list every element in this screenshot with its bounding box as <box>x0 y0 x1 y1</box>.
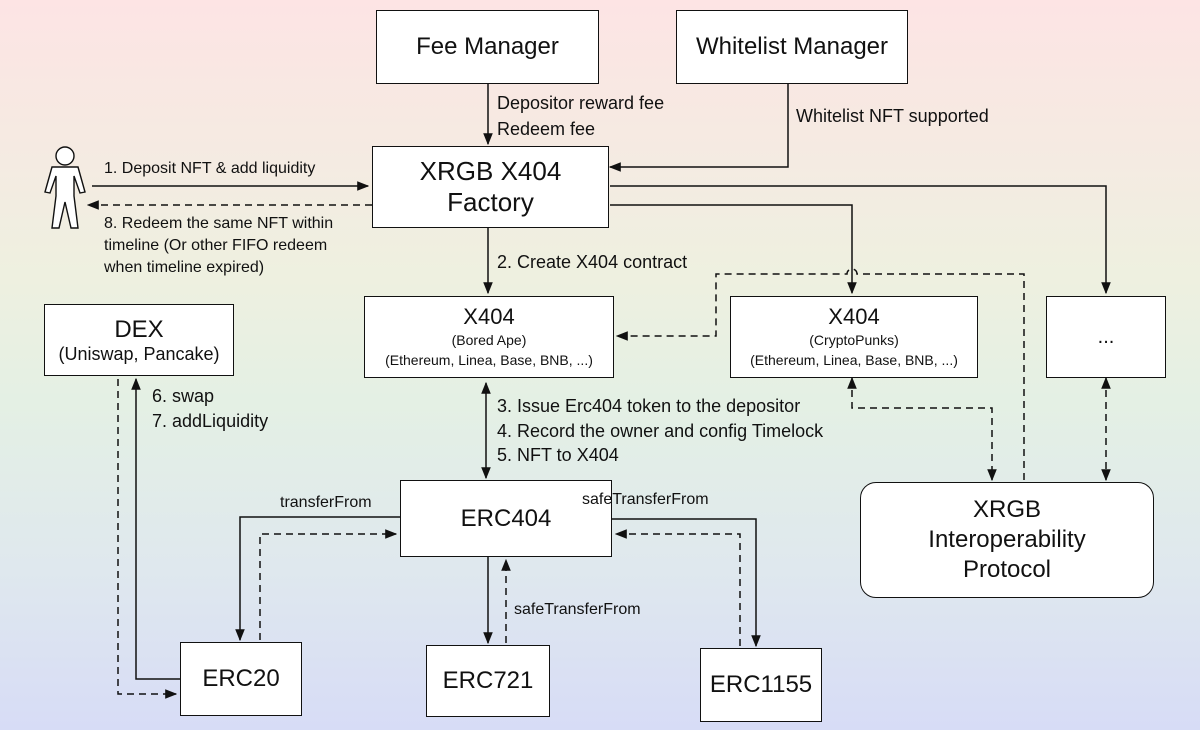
whitelist-manager-box: Whitelist Manager <box>676 10 908 84</box>
factory-label: XRGB X404 Factory <box>419 156 562 217</box>
erc404-label: ERC404 <box>460 504 552 532</box>
erc1155-box: ERC1155 <box>700 648 822 722</box>
create-label: 2. Create X404 contract <box>497 252 688 272</box>
x404-cryptopunks-subtitle: (CryptoPunks) <box>809 332 899 348</box>
protocol-line-1: XRGB <box>972 496 1041 523</box>
protocol-line-3: Protocol <box>962 556 1052 583</box>
record-label: 4. Record the owner and config Timelock <box>497 421 824 441</box>
swap-label: 6. swap <box>152 386 215 406</box>
x404-bored-ape-subtitle: (Bored Ape) <box>451 332 527 348</box>
issue-label: 3. Issue Erc404 token to the depositor <box>497 396 801 416</box>
add-liquidity-label: 7. addLiquidity <box>152 411 269 431</box>
x404-bored-ape-box: X404 (Bored Ape) (Ethereum, Linea, Base,… <box>364 296 614 378</box>
whitelist-label: Whitelist NFT supported <box>796 106 989 126</box>
fee-label-1: Depositor reward fee <box>497 93 665 113</box>
safe-transfer-from-right-label: safeTransferFrom <box>582 491 709 508</box>
factory-box: XRGB X404 Factory <box>372 146 609 228</box>
redeem-label-3: when timeline expired) <box>104 259 265 276</box>
nft-to-x404-label: 5. NFT to X404 <box>497 445 619 465</box>
protocol-line-2: Interoperability <box>928 526 1086 553</box>
user-icon <box>44 146 86 229</box>
x404-bored-ape-title: X404 <box>463 304 515 329</box>
fee-manager-label: Fee Manager <box>416 33 559 60</box>
deposit-label: 1. Deposit NFT & add liquidity <box>104 160 316 177</box>
fee-manager-box: Fee Manager <box>376 10 599 84</box>
redeem-label-1: 8. Redeem the same NFT within <box>104 215 334 232</box>
interoperability-protocol-box: XRGB Interoperability Protocol <box>860 482 1154 598</box>
dex-box: DEX (Uniswap, Pancake) <box>44 304 234 376</box>
x404-cryptopunks-box: X404 (CryptoPunks) (Ethereum, Linea, Bas… <box>730 296 978 378</box>
dex-subtitle: (Uniswap, Pancake) <box>58 343 220 364</box>
safe-transfer-from-mid-label: safeTransferFrom <box>514 601 641 618</box>
fee-label-2: Redeem fee <box>497 119 596 139</box>
redeem-label-2: timeline (Or other FIFO redeem <box>104 237 328 254</box>
erc20-box: ERC20 <box>180 642 302 716</box>
x404-cryptopunks-title: X404 <box>828 304 880 329</box>
x404-bored-ape-chains: (Ethereum, Linea, Base, BNB, ...) <box>385 352 593 368</box>
erc20-label: ERC20 <box>202 665 280 692</box>
erc721-box: ERC721 <box>426 645 550 717</box>
more-x404-label: ... <box>1097 325 1115 348</box>
erc721-label: ERC721 <box>442 667 534 694</box>
dex-title: DEX <box>114 315 164 343</box>
transfer-from-label: transferFrom <box>280 494 372 511</box>
whitelist-manager-label: Whitelist Manager <box>695 33 889 60</box>
erc404-box: ERC404 <box>400 480 612 557</box>
more-x404-box: ... <box>1046 296 1166 378</box>
erc1155-label: ERC1155 <box>709 671 813 698</box>
x404-cryptopunks-chains: (Ethereum, Linea, Base, BNB, ...) <box>750 352 958 368</box>
